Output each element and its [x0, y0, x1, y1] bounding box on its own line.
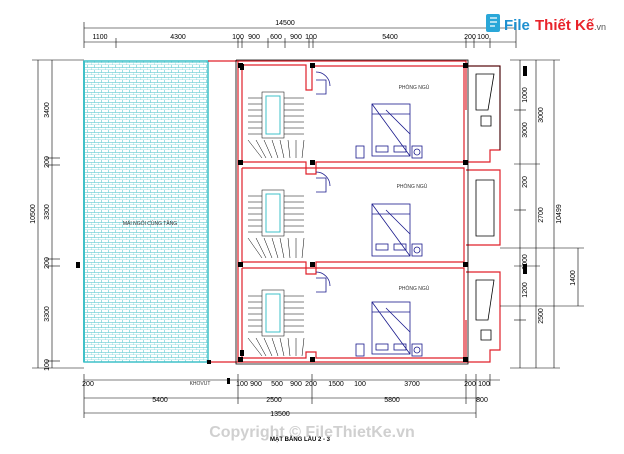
- dim-right-6: 2700: [538, 207, 545, 223]
- dim-bottom-total: 13500: [270, 411, 290, 418]
- room-label-1: PHÒNG NGỦ: [399, 84, 430, 91]
- building-walls: [208, 60, 501, 363]
- dim-left-3: 3300: [44, 204, 51, 220]
- staircase-3: [247, 289, 305, 357]
- dim-bottom-10: 200: [464, 381, 476, 388]
- watermark-brand-suffix: .vn: [594, 22, 606, 32]
- dim-right-8: 2500: [538, 308, 545, 324]
- right-segment-labels: 1000 3000 200 1000 3000 2700 1200 2500 1…: [522, 87, 577, 324]
- left-dimensions: [32, 59, 84, 369]
- watermark-copyright: Copyright © FileThietKe.vn: [209, 424, 415, 441]
- watermark-brand-1: File: [504, 17, 530, 34]
- terrace-roof: MÁI NGÓI CÙNG TẦNG: [83, 60, 209, 363]
- dim-top-3: 100: [232, 34, 244, 41]
- dim-top-total: 14500: [275, 20, 295, 27]
- dim-left-5: 3300: [44, 306, 51, 322]
- dim-right-total: 10499: [556, 204, 563, 224]
- dim-right-7: 1200: [522, 282, 529, 298]
- dim-bottom-6: 200: [305, 381, 317, 388]
- dim-bottom-7: 1500: [328, 381, 344, 388]
- drawing-title: MẶT BẰNG LẦU 2 - 3: [270, 435, 331, 443]
- dim-top-7: 100: [305, 34, 317, 41]
- dim-bottom-4: 500: [271, 381, 283, 388]
- room-labels: PHÒNG NGỦ PHÒNG NGỦ PHÒNG NGỦ KHOVUT: [190, 84, 430, 387]
- top-segment-labels: 1100 4300 100 900 600 900 100 5400 200 1…: [92, 34, 488, 41]
- dim-bottom-5: 900: [290, 381, 302, 388]
- dim-top-6: 900: [290, 34, 302, 41]
- dim-right-4: 1000: [522, 254, 529, 270]
- dim-top-4: 900: [248, 34, 260, 41]
- dim-right-2: 3000: [522, 122, 529, 138]
- dim-top-8: 5400: [382, 34, 398, 41]
- dim-left-6: 100: [44, 359, 51, 371]
- dim-left-1: 3400: [44, 102, 51, 118]
- dim-left-4: 200: [44, 257, 51, 269]
- dim-right-1: 1000: [522, 87, 529, 103]
- watermark-brand-2: Thiết Kế: [535, 17, 595, 34]
- grid-markers: [76, 64, 527, 384]
- terrace-label: MÁI NGÓI CÙNG TẦNG: [123, 220, 177, 227]
- right-dimensions: [500, 59, 584, 369]
- bedroom-3-furniture: [315, 271, 423, 357]
- staircase-2: [247, 189, 305, 259]
- dim-bottom-row2-4: 800: [476, 397, 488, 404]
- dim-bottom-row2-3: 5800: [384, 397, 400, 404]
- dim-top-5: 600: [270, 34, 282, 41]
- bottom-dimensions: [83, 374, 500, 418]
- dim-right-extra: 1400: [570, 270, 577, 286]
- dim-left-total: 10500: [30, 204, 37, 224]
- dim-bottom-row2-1: 5400: [152, 397, 168, 404]
- left-segment-labels: 3400 200 3300 200 3300 100 10500: [30, 102, 51, 371]
- room-label-2: PHÒNG NGỦ: [397, 183, 428, 190]
- dim-bottom-row2-2: 2500: [266, 397, 282, 404]
- bottom-segment-labels: 200 100 900 500 900 200 1500 100 3700 20…: [82, 381, 490, 418]
- dim-left-2: 200: [44, 156, 51, 168]
- dim-top-9: 200: [464, 34, 476, 41]
- dim-bottom-8: 100: [354, 381, 366, 388]
- dim-top-1: 1100: [92, 34, 107, 41]
- watermark-logo: File Thiết Kế .vn: [486, 14, 606, 34]
- dim-right-5: 3000: [538, 107, 545, 123]
- dim-top-2: 4300: [170, 34, 186, 41]
- dim-bottom-9: 3700: [404, 381, 420, 388]
- bedroom-1-furniture: [315, 71, 423, 159]
- dim-bottom-2: 100: [236, 381, 248, 388]
- dim-bottom-11: 100: [478, 381, 490, 388]
- top-dimensions: [83, 22, 517, 48]
- columns: [238, 63, 468, 362]
- staircase-1: [247, 91, 305, 159]
- dim-top-10: 100: [477, 34, 489, 41]
- dim-bottom-1: 200: [82, 381, 94, 388]
- dim-right-3: 200: [522, 176, 529, 188]
- room-label-kitchen: KHOVUT: [190, 381, 211, 387]
- bedroom-2-furniture: [315, 171, 423, 257]
- building-black-outline: [235, 59, 501, 365]
- room-label-3: PHÒNG NGỦ: [399, 285, 430, 292]
- dim-bottom-3: 900: [250, 381, 262, 388]
